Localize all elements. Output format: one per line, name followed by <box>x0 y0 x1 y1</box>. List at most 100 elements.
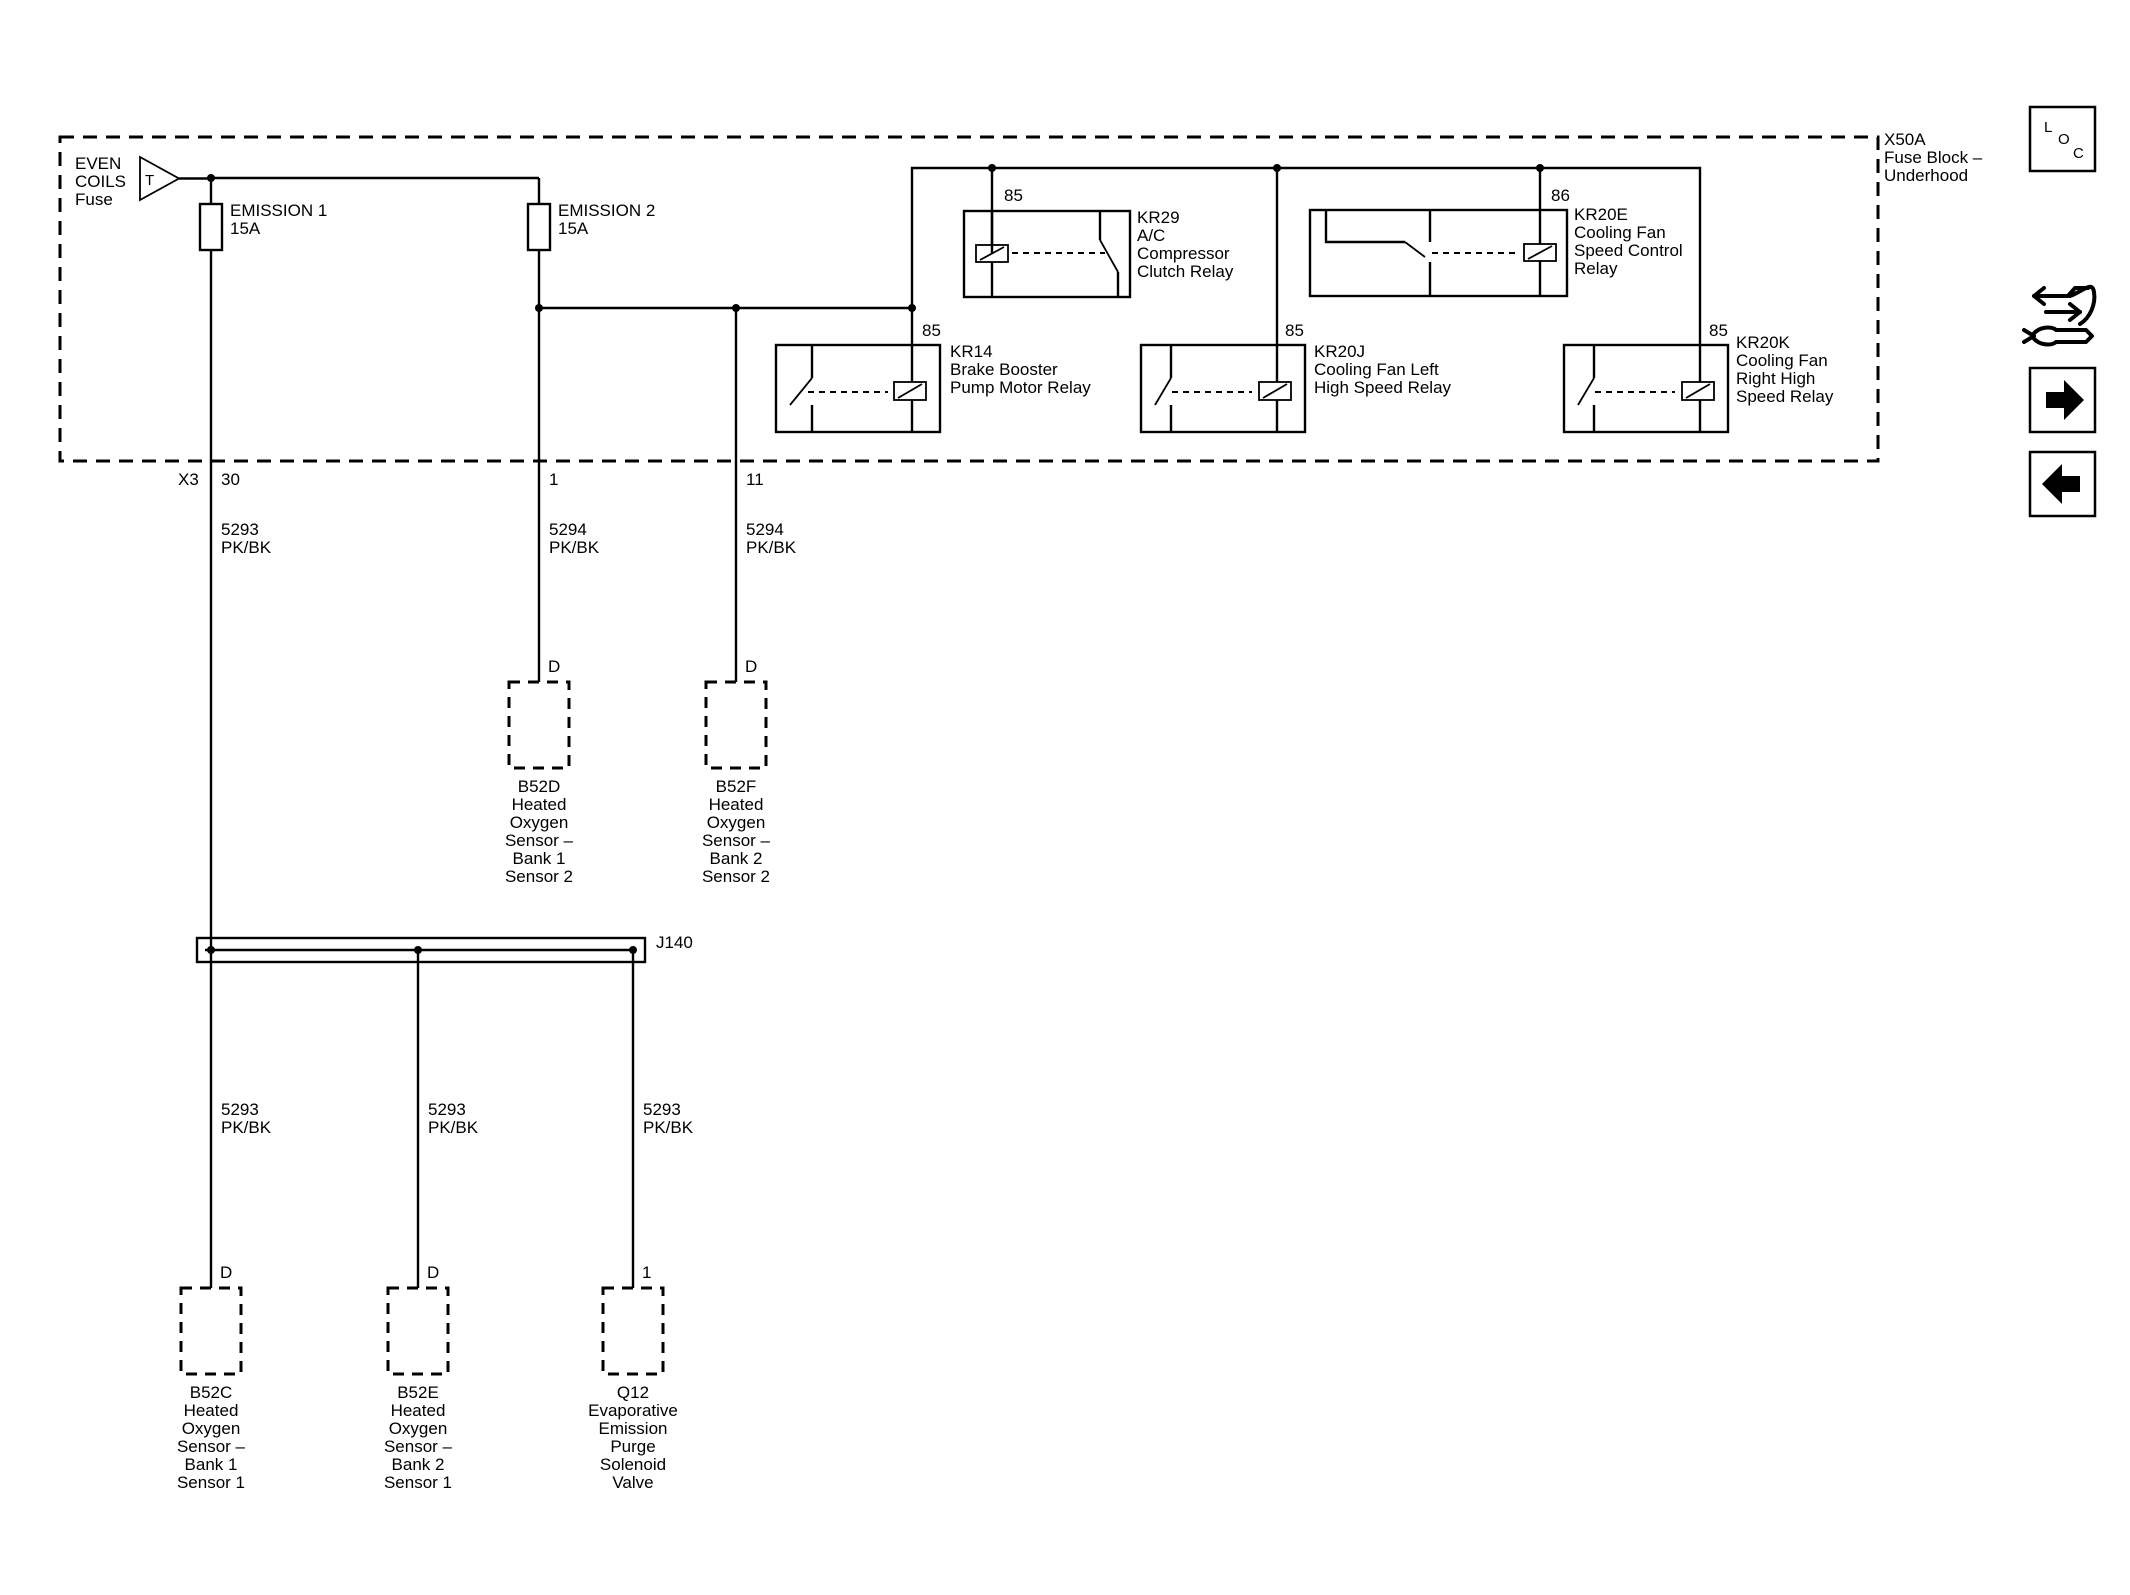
relay-kr14-pin: 85 <box>922 321 941 340</box>
relay-kr20k <box>1562 343 1730 434</box>
wire-6-color: PK/BK <box>643 1118 694 1137</box>
fuse-block-desc: Fuse Block – <box>1884 148 1983 167</box>
relay-kr20k-label-4: Speed Relay <box>1736 387 1834 406</box>
fuse-emission-1-rating: 15A <box>230 219 261 238</box>
svg-text:Sensor –: Sensor – <box>177 1437 246 1456</box>
svg-text:Sensor 2: Sensor 2 <box>505 867 573 886</box>
pin-11: 11 <box>746 470 764 489</box>
svg-text:O: O <box>2058 131 2070 148</box>
relay-kr29-label-4: Clutch Relay <box>1137 262 1234 281</box>
relay-kr20j-label-1: KR20J <box>1314 342 1365 361</box>
fuse-block-outline <box>58 135 1880 463</box>
svg-text:Sensor –: Sensor – <box>702 831 771 850</box>
b52c-label: B52C Heated Oxygen Sensor – Bank 1 Senso… <box>177 1383 246 1492</box>
svg-text:Q12: Q12 <box>617 1383 649 1402</box>
source-label-3: Fuse <box>75 190 113 209</box>
relay-kr20e-label-3: Speed Control <box>1574 241 1683 260</box>
svg-text:Sensor 2: Sensor 2 <box>702 867 770 886</box>
b52f-connector <box>704 680 768 770</box>
fuse-block-name: X50A <box>1884 130 1926 149</box>
splice-j140 <box>195 936 647 964</box>
source-triangle-icon: T <box>139 155 181 202</box>
relay-kr20k-label-3: Right High <box>1736 369 1815 388</box>
relay-kr29-label-3: Compressor <box>1137 244 1230 263</box>
source-label-1: EVEN <box>75 154 121 173</box>
svg-text:Sensor –: Sensor – <box>384 1437 453 1456</box>
fuse-emission-2-name: EMISSION 2 <box>558 201 655 220</box>
b52d-pin: D <box>548 657 560 676</box>
wire-1-color: PK/BK <box>221 538 272 557</box>
pin-30: 30 <box>221 470 240 489</box>
wire-4-color: PK/BK <box>221 1118 272 1137</box>
svg-text:Oxygen: Oxygen <box>182 1419 241 1438</box>
wire-6-circuit: 5293 <box>643 1100 681 1119</box>
svg-text:Evaporative: Evaporative <box>588 1401 678 1420</box>
previous-page-button[interactable] <box>2028 450 2097 518</box>
svg-text:Heated: Heated <box>709 795 764 814</box>
q12-connector <box>601 1286 665 1376</box>
b52d-label: B52D Heated Oxygen Sensor – Bank 1 Senso… <box>505 777 574 886</box>
svg-text:B52C: B52C <box>190 1383 233 1402</box>
svg-text:B52E: B52E <box>397 1383 439 1402</box>
relay-kr14-label-1: KR14 <box>950 342 993 361</box>
relay-kr20j <box>1139 343 1307 434</box>
relay-kr14-label-3: Pump Motor Relay <box>950 378 1091 397</box>
relay-kr20e-label-1: KR20E <box>1574 205 1628 224</box>
connector-wrench-button[interactable] <box>2022 284 2097 347</box>
relay-kr20e-label-2: Cooling Fan <box>1574 223 1666 242</box>
relay-kr29-pin: 85 <box>1004 186 1023 205</box>
svg-text:Valve: Valve <box>612 1473 653 1492</box>
svg-text:Bank 2: Bank 2 <box>392 1455 445 1474</box>
b52c-pin: D <box>220 1263 232 1282</box>
b52d-connector <box>507 680 571 770</box>
relay-kr20e-pin: 86 <box>1551 186 1570 205</box>
loc-icon: L O C <box>2044 119 2084 162</box>
svg-text:B52D: B52D <box>518 777 561 796</box>
svg-text:C: C <box>2073 145 2084 162</box>
pin-x3: X3 <box>178 470 199 489</box>
relay-kr29-label-2: A/C <box>1137 226 1165 245</box>
svg-text:Heated: Heated <box>391 1401 446 1420</box>
b52c-connector <box>179 1286 243 1376</box>
svg-text:T: T <box>145 172 154 189</box>
svg-text:Sensor 1: Sensor 1 <box>384 1473 452 1492</box>
next-page-button[interactable] <box>2028 366 2097 434</box>
relay-kr20k-label-2: Cooling Fan <box>1736 351 1828 370</box>
svg-text:Bank 2: Bank 2 <box>710 849 763 868</box>
wire-4-circuit: 5293 <box>221 1100 259 1119</box>
bus-wire <box>179 176 539 180</box>
relay-kr29-label-1: KR29 <box>1137 208 1180 227</box>
svg-text:Sensor 1: Sensor 1 <box>177 1473 245 1492</box>
arrow-left-icon <box>2042 464 2080 504</box>
b52e-connector <box>386 1286 450 1376</box>
q12-label: Q12 Evaporative Emission Purge Solenoid … <box>588 1383 678 1492</box>
fuse-emission-1 <box>198 202 224 252</box>
relay-kr20e-label-4: Relay <box>1574 259 1618 278</box>
b52e-pin: D <box>427 1263 439 1282</box>
svg-text:Heated: Heated <box>184 1401 239 1420</box>
splice-j140-label: J140 <box>656 933 693 952</box>
b52f-label: B52F Heated Oxygen Sensor – Bank 2 Senso… <box>702 777 771 886</box>
fuse-emission-2 <box>526 202 552 252</box>
loc-button[interactable]: L O C <box>2028 105 2097 173</box>
svg-text:Purge: Purge <box>610 1437 655 1456</box>
svg-text:Oxygen: Oxygen <box>510 813 569 832</box>
wire-1-circuit: 5293 <box>221 520 259 539</box>
svg-text:L: L <box>2044 119 2052 136</box>
svg-text:Oxygen: Oxygen <box>389 1419 448 1438</box>
relay-kr20j-pin: 85 <box>1285 321 1304 340</box>
relay-kr20k-label-1: KR20K <box>1736 333 1791 352</box>
connector-wrench-icon <box>2022 284 2097 347</box>
svg-text:Bank 1: Bank 1 <box>513 849 566 868</box>
fuse-block-location: Underhood <box>1884 166 1968 185</box>
source-label-2: COILS <box>75 172 126 191</box>
arrow-right-icon <box>2046 380 2084 420</box>
svg-text:B52F: B52F <box>716 777 757 796</box>
svg-text:Bank 1: Bank 1 <box>185 1455 238 1474</box>
svg-text:Solenoid: Solenoid <box>600 1455 666 1474</box>
relay-kr14-label-2: Brake Booster <box>950 360 1058 379</box>
q12-pin: 1 <box>642 1263 651 1282</box>
relay-kr29 <box>962 209 1132 299</box>
wire-2-color: PK/BK <box>549 538 600 557</box>
fuse-emission-2-rating: 15A <box>558 219 589 238</box>
